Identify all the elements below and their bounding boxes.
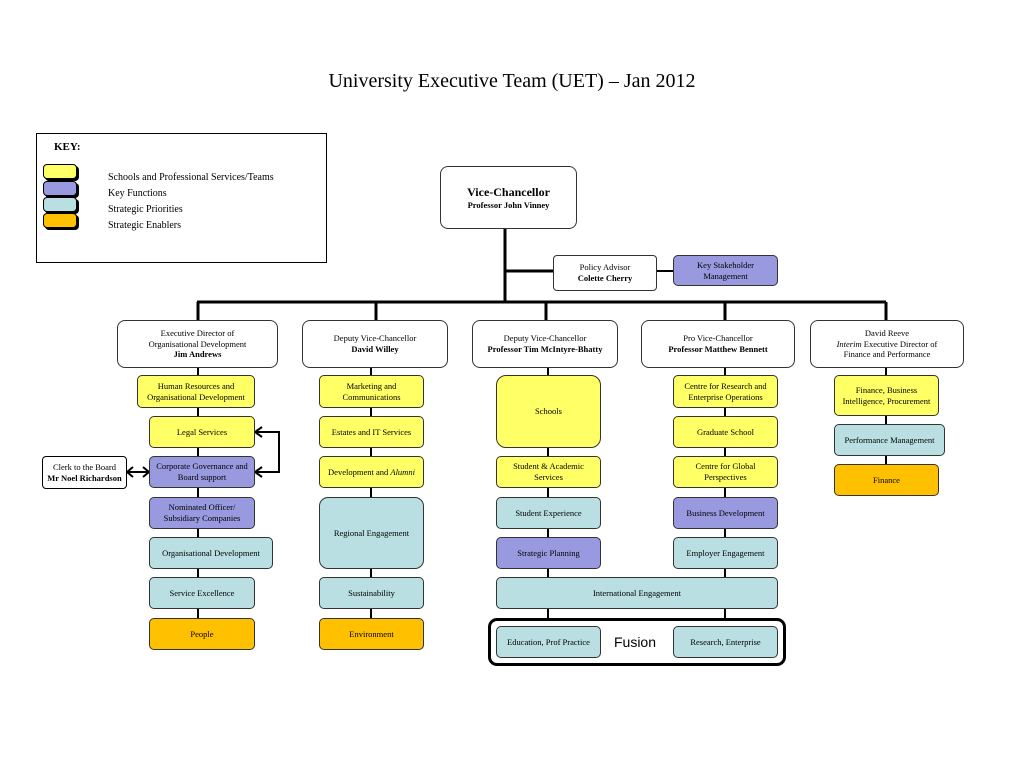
regional-engagement-box: Regional Engagement bbox=[319, 497, 424, 569]
head-finance-line3: Finance and Performance bbox=[843, 349, 931, 360]
centre-research-box: Centre for Research and Enterprise Opera… bbox=[673, 375, 778, 408]
development-alumni-text: Development and Alumni bbox=[328, 467, 415, 478]
alumni-text: Alumni bbox=[390, 466, 415, 477]
strategic-planning-box: Strategic Planning bbox=[496, 537, 601, 569]
head-finance-name: David Reeve bbox=[864, 328, 910, 339]
key-label-strategic-priorities: Strategic Priorities bbox=[108, 204, 183, 215]
marketing-box: Marketing and Communications bbox=[319, 375, 424, 408]
schools-box: Schools bbox=[496, 375, 601, 448]
key-swatch-purple bbox=[43, 181, 77, 196]
environment-box: Environment bbox=[319, 618, 424, 650]
business-development-box: Business Development bbox=[673, 497, 778, 529]
head-dvc-mcintyre: Deputy Vice-Chancellor Professor Tim McI… bbox=[472, 320, 618, 368]
nominated-officer-box: Nominated Officer/ Subsidiary Companies bbox=[149, 497, 255, 529]
finance-box: Finance bbox=[834, 464, 939, 496]
service-excellence-box: Service Excellence bbox=[149, 577, 255, 609]
clerk-role: Clerk to the Board bbox=[52, 461, 117, 472]
head-exec-od: Executive Director of Organisational Dev… bbox=[117, 320, 278, 368]
policy-advisor-box: Policy Advisor Colette Cherry bbox=[553, 255, 657, 291]
global-perspectives-box: Centre for Global Perspectives bbox=[673, 456, 778, 488]
key-swatch-orange bbox=[43, 213, 77, 228]
head-dvc-willey-name: David Willey bbox=[351, 344, 399, 354]
development-alumni-box: Development and Alumni bbox=[319, 456, 424, 488]
key-label-schools: Schools and Professional Services/Teams bbox=[108, 172, 274, 183]
vc-role: Vice-Chancellor bbox=[467, 184, 550, 199]
clerk-box: Clerk to the Board Mr Noel Richardson bbox=[42, 456, 127, 489]
head-finance-line2: Executive Director of bbox=[863, 338, 938, 349]
key-title: KEY: bbox=[54, 141, 81, 153]
employer-engagement-box: Employer Engagement bbox=[673, 537, 778, 569]
head-exec-od-name: Jim Andrews bbox=[173, 349, 222, 360]
head-exec-od-line2: Organisational Development bbox=[148, 338, 247, 349]
key-stakeholder-box: Key Stakeholder Management bbox=[673, 255, 778, 286]
education-prof-practice-box: Education, Prof Practice bbox=[496, 626, 601, 658]
development-text: Development and bbox=[328, 466, 389, 477]
vice-chancellor-box: Vice-Chancellor Professor John Vinney bbox=[440, 166, 577, 229]
finance-bi-box: Finance, Business Intelligence, Procurem… bbox=[834, 375, 939, 416]
org-development-box: Organisational Development bbox=[149, 537, 273, 569]
performance-management-box: Performance Management bbox=[834, 424, 945, 456]
sustainability-box: Sustainability bbox=[319, 577, 424, 609]
head-dvc-mcintyre-role: Deputy Vice-Chancellor bbox=[503, 333, 587, 344]
graduate-school-box: Graduate School bbox=[673, 416, 778, 448]
estates-it-box: Estates and IT Services bbox=[319, 416, 424, 448]
key-label-key-functions: Key Functions bbox=[108, 188, 167, 199]
head-exec-od-line1: Executive Director of bbox=[160, 328, 235, 339]
student-experience-box: Student Experience bbox=[496, 497, 601, 529]
head-dvc-willey-role: Deputy Vice-Chancellor bbox=[333, 333, 417, 344]
head-dvc-mcintyre-name: Professor Tim McIntyre-Bhatty bbox=[487, 344, 603, 354]
head-pvc-name: Professor Matthew Bennett bbox=[668, 344, 768, 354]
hr-od-box: Human Resources and Organisational Devel… bbox=[137, 375, 255, 408]
vc-name: Professor John Vinney bbox=[467, 199, 550, 210]
policy-advisor-name: Colette Cherry bbox=[577, 273, 633, 283]
head-finance: David Reeve Interim Executive Director o… bbox=[810, 320, 964, 368]
international-engagement-box: International Engagement bbox=[496, 577, 778, 609]
legal-services-box: Legal Services bbox=[149, 416, 255, 448]
key-swatch-yellow bbox=[43, 164, 77, 179]
head-finance-title: Interim Executive Director of bbox=[837, 339, 938, 350]
research-enterprise-box: Research, Enterprise bbox=[673, 626, 778, 658]
fusion-label: Fusion bbox=[613, 634, 657, 650]
head-pvc: Pro Vice-Chancellor Professor Matthew Be… bbox=[641, 320, 795, 368]
key-legend bbox=[36, 133, 327, 263]
head-pvc-role: Pro Vice-Chancellor bbox=[683, 333, 753, 344]
key-swatch-teal bbox=[43, 197, 77, 212]
head-dvc-willey: Deputy Vice-Chancellor David Willey bbox=[302, 320, 448, 368]
key-label-strategic-enablers: Strategic Enablers bbox=[108, 220, 182, 231]
people-box: People bbox=[149, 618, 255, 650]
page-title: University Executive Team (UET) – Jan 20… bbox=[328, 70, 696, 92]
clerk-name: Mr Noel Richardson bbox=[47, 472, 122, 483]
policy-advisor-role: Policy Advisor bbox=[579, 262, 631, 273]
corporate-governance-box: Corporate Governance and Board support bbox=[149, 456, 255, 488]
student-academic-box: Student & Academic Services bbox=[496, 456, 601, 488]
head-finance-interim: Interim bbox=[836, 338, 862, 349]
